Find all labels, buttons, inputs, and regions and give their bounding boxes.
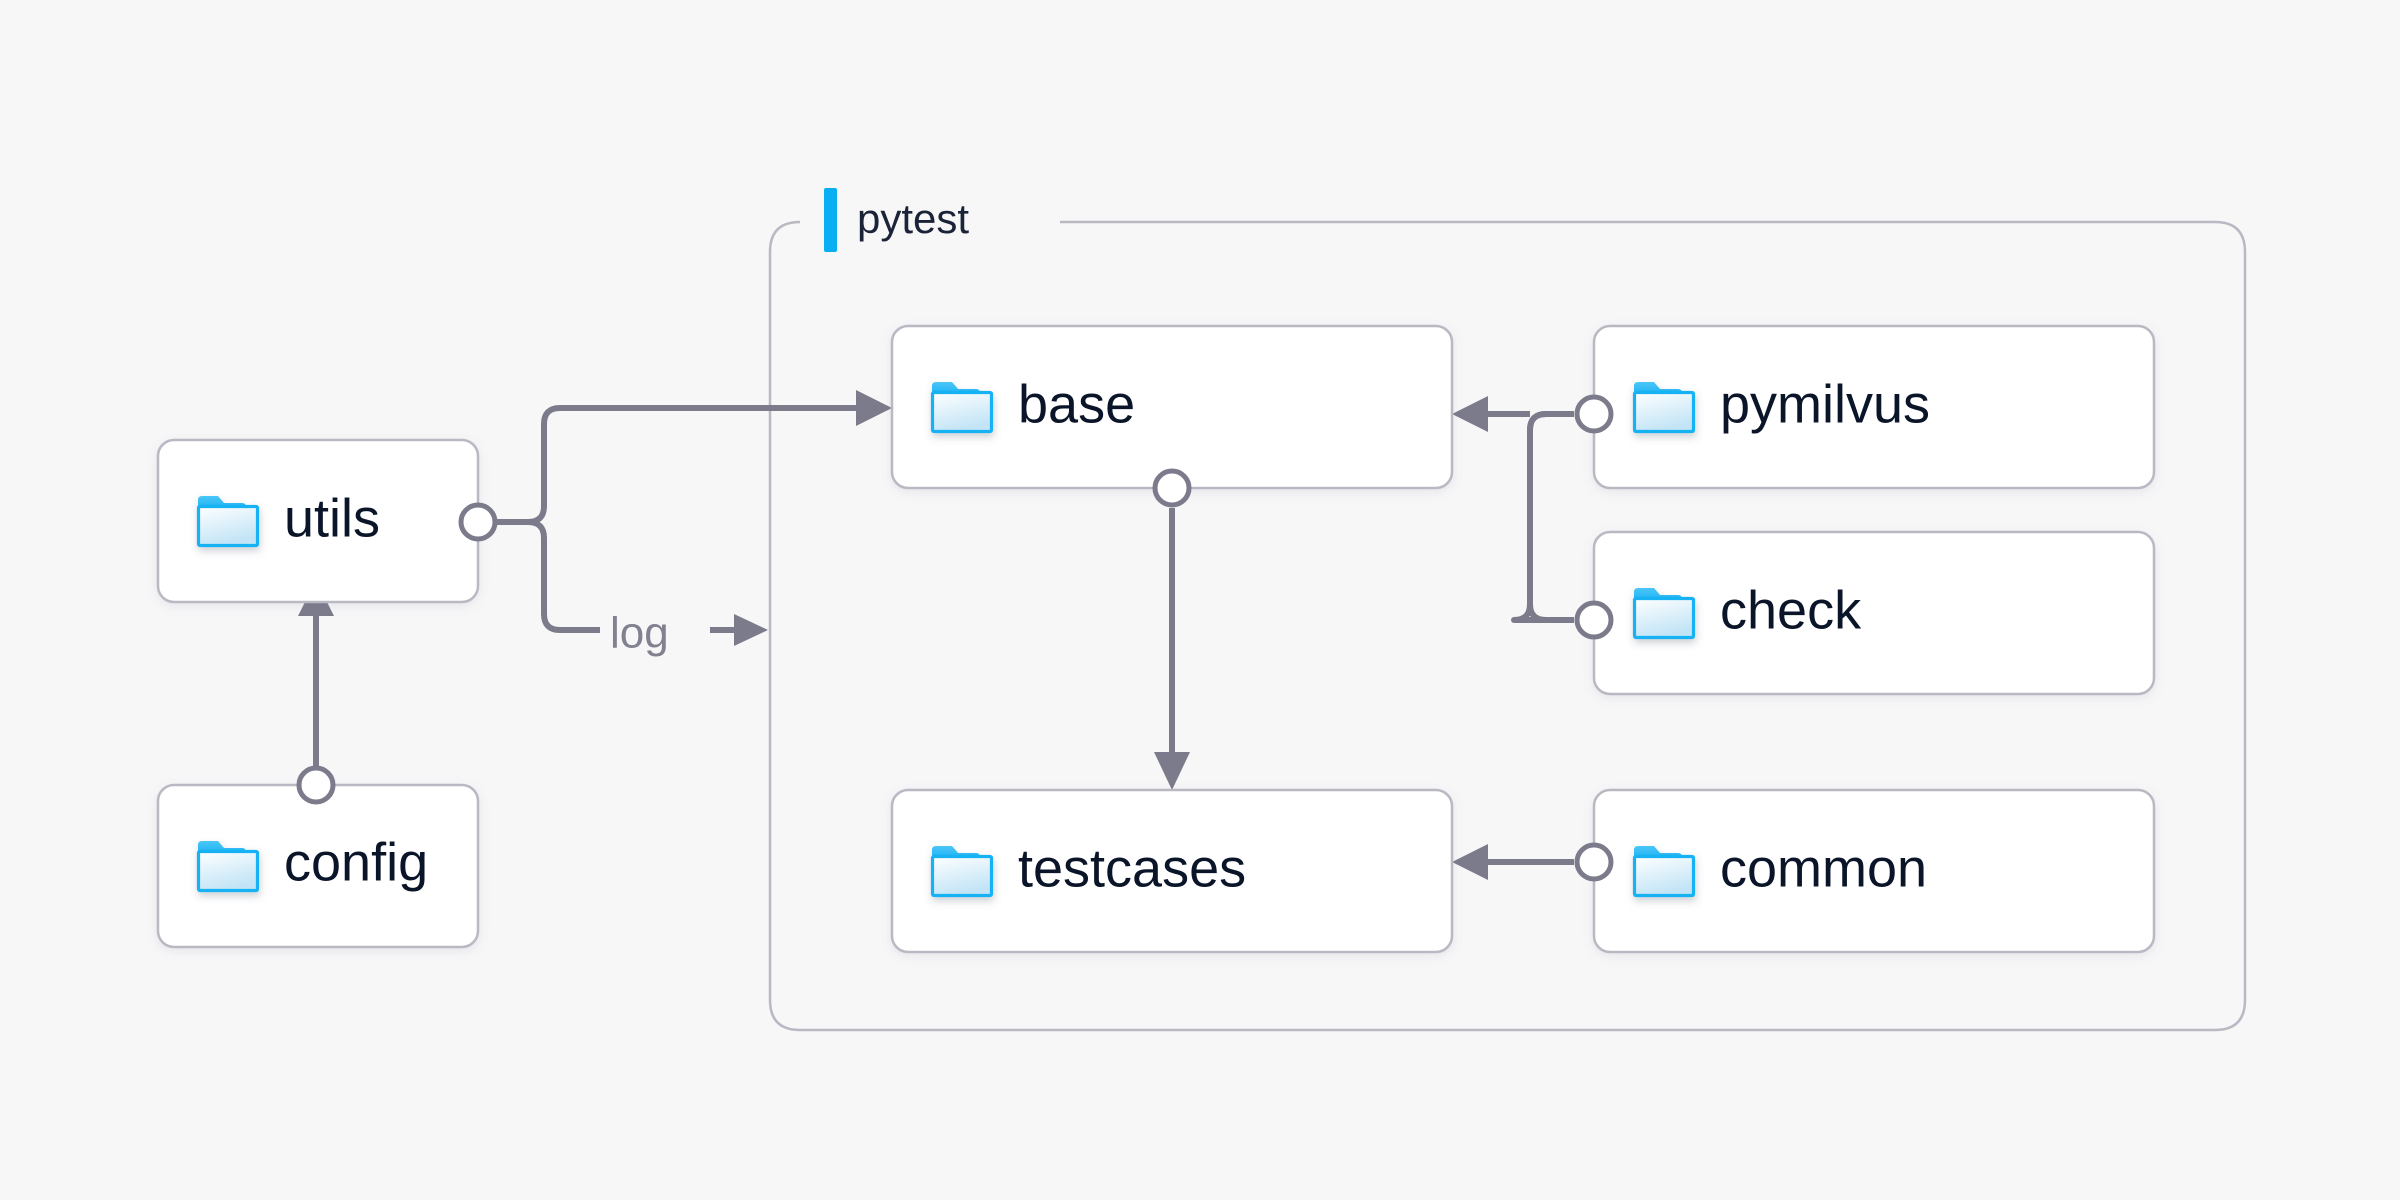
edge-check-base[interactable] xyxy=(1452,396,1488,432)
node-utils-label: utils xyxy=(284,488,380,548)
node-pymilvus[interactable]: pymilvus xyxy=(1574,324,2156,490)
edge-pymilvus-base[interactable] xyxy=(1480,410,1574,623)
group-title-gap xyxy=(820,208,1060,238)
node-check[interactable]: check xyxy=(1574,530,2156,696)
node-config[interactable]: config xyxy=(156,765,480,949)
edge-utils-log[interactable]: log xyxy=(488,519,768,658)
pytest-group[interactable]: pytest xyxy=(768,188,2247,1032)
edge-base-testcases[interactable] xyxy=(1154,508,1190,790)
node-testcases[interactable]: testcases xyxy=(890,788,1454,954)
edge-common-testcases[interactable] xyxy=(1452,844,1574,880)
port-pymilvus-left[interactable] xyxy=(1574,394,1614,434)
port-check-left[interactable] xyxy=(1574,600,1614,640)
port-utils-right[interactable] xyxy=(458,502,498,542)
edge-label-log: log xyxy=(610,609,669,658)
node-testcases-box xyxy=(890,788,1454,954)
node-utils[interactable]: utils xyxy=(156,438,498,604)
arrowhead-icon xyxy=(734,614,768,646)
port-base-bottom[interactable] xyxy=(1152,468,1192,508)
arrowhead-icon xyxy=(1452,844,1488,880)
arrowhead-icon xyxy=(856,390,892,426)
group-accent-bar xyxy=(824,188,837,252)
pytest-group-border xyxy=(768,220,2247,1032)
node-common-label: common xyxy=(1720,838,1927,898)
edge-config-utils[interactable] xyxy=(298,580,334,785)
node-config-label: config xyxy=(284,832,428,892)
port-config-top[interactable] xyxy=(296,765,336,805)
arrowhead-icon xyxy=(1154,752,1190,790)
node-pymilvus-label: pymilvus xyxy=(1720,374,1930,434)
group-title: pytest xyxy=(857,195,969,242)
arrowhead-icon xyxy=(1452,396,1488,432)
edge-utils-base[interactable] xyxy=(488,390,892,525)
node-base[interactable]: base xyxy=(890,324,1454,508)
node-common[interactable]: common xyxy=(1574,788,2156,954)
node-check-label: check xyxy=(1720,580,1862,640)
port-common-left[interactable] xyxy=(1574,842,1614,882)
node-base-label: base xyxy=(1018,374,1135,434)
node-testcases-label: testcases xyxy=(1018,838,1246,898)
